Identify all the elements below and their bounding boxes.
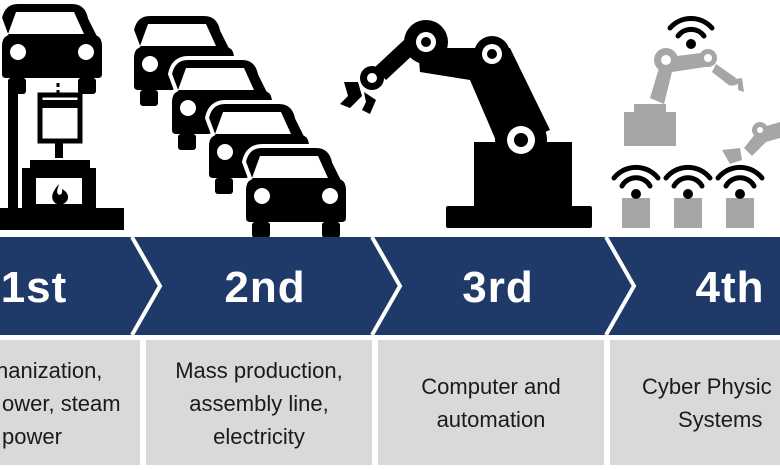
desc-line: Mass production, xyxy=(175,358,343,383)
stage-1-label: 1st xyxy=(0,263,68,312)
stage-2-description: Mass production, assembly line, electric… xyxy=(146,340,372,465)
desc-line: assembly line, xyxy=(189,391,329,416)
desc-line: power xyxy=(2,424,62,449)
robot-arm-icon xyxy=(340,20,592,228)
chevron-divider xyxy=(370,237,403,336)
desc-line: Cyber Physic xyxy=(642,374,772,399)
desc-line: automation xyxy=(436,407,546,432)
stage-4-description: Cyber Physic Systems xyxy=(610,340,780,465)
stage-2-label: 2nd xyxy=(224,263,306,312)
stage-3-label: 3rd xyxy=(462,263,534,312)
desc-line: electricity xyxy=(213,424,305,449)
stage-band xyxy=(0,237,780,336)
desc-line: Computer and xyxy=(421,374,561,399)
desc-line: ower, steam xyxy=(2,391,121,416)
desc-line: nanization, xyxy=(0,358,103,383)
chevron-divider xyxy=(130,237,163,336)
steam-engine-icon xyxy=(0,0,124,230)
icon-row xyxy=(0,0,780,240)
iot-robots-wifi-icon xyxy=(611,16,780,228)
cars-assembly-icon xyxy=(0,0,350,240)
stage-1-description: nanization, ower, steam power xyxy=(0,340,140,465)
desc-line: Systems xyxy=(678,407,763,432)
stage-4-label: 4th xyxy=(695,263,765,312)
stage-3-description: Computer and automation xyxy=(378,340,604,465)
chevron-divider xyxy=(604,237,637,336)
band-background xyxy=(0,237,780,335)
